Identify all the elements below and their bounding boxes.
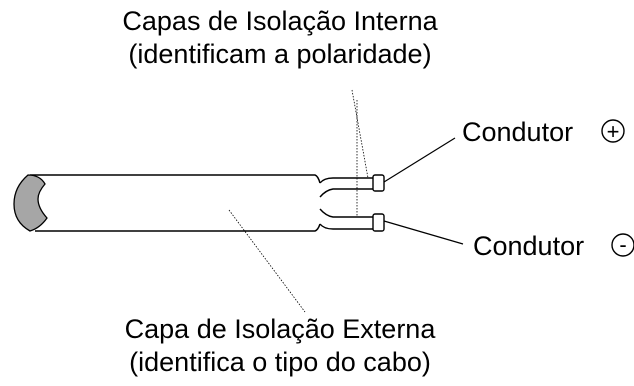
positive-symbol: +	[607, 119, 620, 144]
negative-symbol: -	[619, 232, 626, 257]
positive-circle	[601, 119, 625, 143]
outer-insulation-title: Capa de Isolação Externa	[124, 314, 436, 344]
positive-conductor-label: Condutor	[462, 117, 574, 147]
inner-insulation-label: Capas de Isolação Interna (identificam a…	[0, 5, 560, 71]
upper-conductor	[319, 174, 385, 198]
outer-jacket	[30, 174, 321, 232]
negative-circle	[611, 233, 634, 257]
inner-insulation-title: Capas de Isolação Interna	[122, 6, 438, 36]
leader-negative	[383, 220, 464, 245]
cable-cut-end	[13, 174, 48, 232]
leader-inner-upper	[351, 89, 369, 179]
outer-insulation-note: (identifica o tipo do cabo)	[129, 347, 431, 377]
leader-positive	[383, 137, 456, 183]
leader-outer	[228, 209, 306, 313]
leader-lines	[228, 89, 464, 313]
outer-insulation-label: Capa de Isolação Externa (identifica o t…	[0, 313, 560, 379]
lower-conductor	[319, 208, 385, 232]
negative-conductor-label: Condutor	[473, 231, 585, 261]
inner-insulation-note: (identificam a polaridade)	[128, 39, 432, 69]
